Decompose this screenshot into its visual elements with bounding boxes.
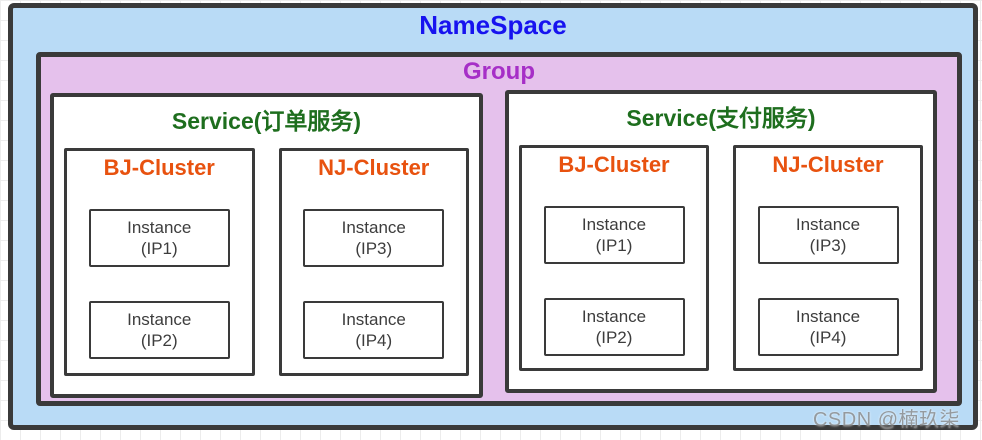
instance-label-line1: Instance — [127, 309, 192, 329]
namespace-box: NameSpace Group Service(订单服务) BJ-Cluster… — [8, 3, 978, 430]
cluster-box-nj: NJ-Cluster Instance (IP3) Instance (IP4) — [733, 145, 923, 371]
service-title: Service(支付服务) — [626, 105, 816, 131]
instance-label-line2: (IP3) — [809, 236, 847, 255]
clusters-row: BJ-Cluster Instance (IP1) Instance (IP2)… — [54, 136, 479, 394]
instance-box: Instance (IP2) — [543, 298, 685, 356]
instance-label-line1: Instance — [581, 214, 647, 234]
namespace-title: NameSpace — [419, 10, 567, 40]
cluster-title: BJ-Cluster — [558, 152, 670, 177]
group-title: Group — [463, 58, 535, 85]
service-box-order: Service(订单服务) BJ-Cluster Instance (IP1) … — [50, 93, 483, 398]
service-box-payment: Service(支付服务) BJ-Cluster Instance (IP1) … — [505, 90, 937, 393]
instance-box: Instance (IP3) — [303, 209, 445, 267]
instance-box: Instance (IP4) — [757, 298, 899, 356]
instance-label-line2: (IP1) — [595, 236, 633, 255]
instance-box: Instance (IP1) — [543, 206, 685, 264]
cluster-box-bj: BJ-Cluster Instance (IP1) Instance (IP2) — [519, 145, 709, 371]
clusters-row: BJ-Cluster Instance (IP1) Instance (IP2)… — [509, 133, 933, 389]
instance-label-line1: Instance — [795, 306, 861, 326]
cluster-box-nj: NJ-Cluster Instance (IP3) Instance (IP4) — [278, 148, 469, 376]
cluster-title: NJ-Cluster — [318, 155, 430, 180]
instance-label-line1: Instance — [795, 214, 861, 234]
instance-box: Instance (IP4) — [303, 301, 445, 359]
instance-box: Instance (IP2) — [88, 301, 230, 359]
instance-label-line1: Instance — [341, 309, 406, 329]
instance-label-line2: (IP2) — [140, 331, 178, 350]
cluster-box-bj: BJ-Cluster Instance (IP1) Instance (IP2) — [64, 148, 255, 376]
instance-label-line1: Instance — [127, 217, 192, 237]
cluster-title: NJ-Cluster — [772, 152, 884, 177]
instance-label-line1: Instance — [581, 306, 647, 326]
instance-box: Instance (IP1) — [88, 209, 230, 267]
service-title: Service(订单服务) — [171, 108, 362, 134]
instance-label-line2: (IP3) — [355, 239, 393, 258]
cluster-title: BJ-Cluster — [103, 155, 215, 180]
instance-label-line1: Instance — [341, 217, 406, 237]
group-box: Group Service(订单服务) BJ-Cluster Instance … — [36, 52, 962, 406]
instance-label-line2: (IP4) — [355, 331, 393, 350]
instance-label-line2: (IP2) — [595, 328, 633, 347]
instance-box: Instance (IP3) — [757, 206, 899, 264]
instance-label-line2: (IP4) — [809, 328, 847, 347]
instance-label-line2: (IP1) — [140, 239, 178, 258]
